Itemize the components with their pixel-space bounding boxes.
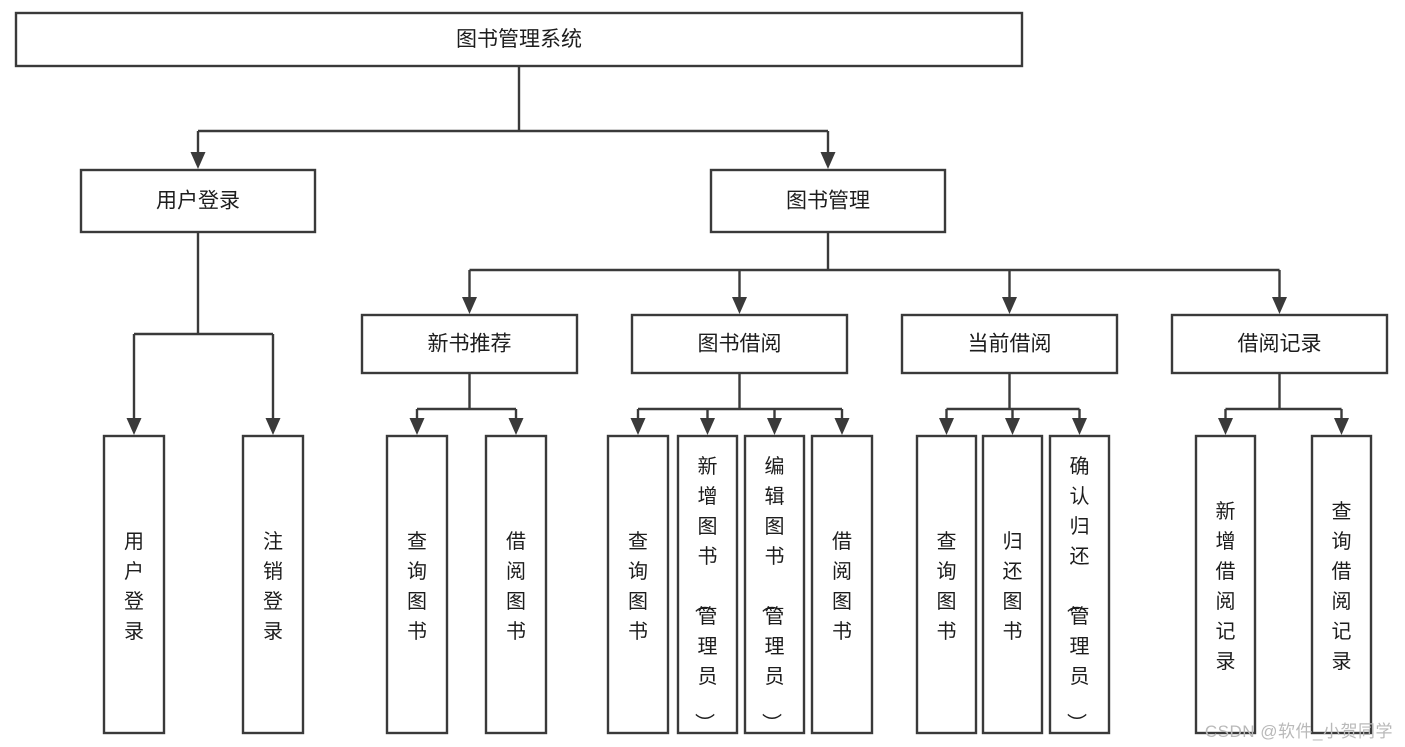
arrow-head-icon	[1072, 418, 1087, 435]
node-box-current-borrow[interactable]	[900, 313, 1119, 375]
node-box-leaf-add-book[interactable]	[676, 434, 739, 735]
node-book-manage[interactable]: 图书管理	[709, 168, 947, 234]
arrow-head-icon	[1218, 418, 1233, 435]
node-box-leaf-borrow-book-rec[interactable]	[484, 434, 548, 735]
arrow-head-icon	[820, 152, 836, 169]
node-label-new-book-recommend: 新书推荐	[428, 333, 512, 356]
connector-bookborrow-to-leaves	[630, 373, 850, 435]
arrow-head-icon	[190, 152, 206, 169]
arrow-head-icon	[1272, 297, 1287, 314]
node-label-leaf-query-book-rec: 查询图书	[407, 530, 427, 643]
node-box-leaf-edit-book[interactable]	[743, 434, 806, 735]
arrow-head-icon	[767, 418, 782, 435]
node-label-leaf-add-record: 新增借阅记录	[1216, 500, 1236, 673]
node-box-leaf-query-record[interactable]	[1310, 434, 1373, 735]
connector-currentborrow-to-leaves	[939, 373, 1087, 435]
node-leaf-add-record[interactable]: 新增借阅记录	[1194, 434, 1257, 735]
arrow-head-icon	[508, 418, 524, 435]
node-label-leaf-query-book-cur: 查询图书	[937, 530, 957, 643]
node-book-borrow[interactable]: 图书借阅	[630, 313, 849, 375]
node-leaf-logout[interactable]: 注销登录	[241, 434, 305, 735]
node-user-login[interactable]: 用户登录	[79, 168, 317, 234]
node-label-book-borrow: 图书借阅	[698, 333, 782, 356]
connector-root-to-level2	[190, 66, 836, 169]
connector-bookmanage-to-level3	[462, 232, 1287, 314]
node-label-leaf-borrow-book: 借阅图书	[832, 530, 852, 643]
node-box-leaf-borrow-book[interactable]	[810, 434, 874, 735]
node-box-borrow-record[interactable]	[1170, 313, 1389, 375]
arrow-head-icon	[834, 418, 850, 435]
arrow-head-icon	[1005, 418, 1020, 435]
node-box-leaf-query-book-borrow[interactable]	[606, 434, 670, 735]
node-borrow-record[interactable]: 借阅记录	[1170, 313, 1389, 375]
node-box-leaf-logout[interactable]	[241, 434, 305, 735]
node-box-book-manage[interactable]	[709, 168, 947, 234]
node-box-leaf-return-book[interactable]	[981, 434, 1044, 735]
node-leaf-borrow-book-rec[interactable]: 借阅图书	[484, 434, 548, 735]
node-leaf-confirm-return[interactable]: 确认归还（管理员）	[1048, 434, 1111, 735]
node-box-leaf-query-book-rec[interactable]	[385, 434, 449, 735]
node-leaf-query-record[interactable]: 查询借阅记录	[1310, 434, 1373, 735]
arrow-head-icon	[700, 418, 715, 435]
node-label-leaf-confirm-return: 确认归还（管理员）	[1065, 455, 1090, 733]
arrow-head-icon	[462, 297, 477, 314]
arrow-head-icon	[409, 418, 425, 435]
connector-newbook-to-leaves	[409, 373, 524, 435]
arrow-head-icon	[939, 418, 954, 435]
node-leaf-borrow-book[interactable]: 借阅图书	[810, 434, 874, 735]
connector-borrowrecord-to-leaves	[1218, 373, 1349, 435]
node-box-leaf-add-record[interactable]	[1194, 434, 1257, 735]
arrow-head-icon	[732, 297, 747, 314]
node-label-current-borrow: 当前借阅	[968, 333, 1052, 356]
connector-layer	[126, 66, 1349, 435]
arrow-head-icon	[1002, 297, 1017, 314]
node-label-user-login: 用户登录	[156, 190, 240, 213]
node-label-leaf-borrow-book-rec: 借阅图书	[506, 530, 526, 643]
arrow-head-icon	[1334, 418, 1349, 435]
node-label-borrow-record: 借阅记录	[1238, 333, 1322, 356]
node-box-leaf-confirm-return[interactable]	[1048, 434, 1111, 735]
node-box-root[interactable]	[14, 11, 1024, 68]
arrow-head-icon	[126, 418, 142, 435]
node-label-book-manage: 图书管理	[786, 190, 870, 213]
arrow-head-icon	[265, 418, 281, 435]
node-label-root: 图书管理系统	[456, 28, 582, 51]
node-box-leaf-query-book-cur[interactable]	[915, 434, 978, 735]
node-leaf-query-book-cur[interactable]: 查询图书	[915, 434, 978, 735]
node-label-leaf-user-login: 用户登录	[124, 531, 144, 643]
node-label-leaf-query-book-borrow: 查询图书	[628, 530, 648, 643]
node-layer: 图书管理系统用户登录图书管理新书推荐图书借阅当前借阅借阅记录用户登录注销登录查询…	[14, 11, 1389, 735]
node-leaf-add-book[interactable]: 新增图书（管理员）	[676, 434, 739, 735]
node-leaf-query-book-borrow[interactable]: 查询图书	[606, 434, 670, 735]
node-root[interactable]: 图书管理系统	[14, 11, 1024, 68]
node-leaf-return-book[interactable]: 归还图书	[981, 434, 1044, 735]
node-current-borrow[interactable]: 当前借阅	[900, 313, 1119, 375]
node-new-book-recommend[interactable]: 新书推荐	[360, 313, 579, 375]
connector-userlogin-to-leaves	[126, 232, 281, 435]
node-label-leaf-logout: 注销登录	[263, 530, 283, 643]
node-box-leaf-user-login[interactable]	[102, 434, 166, 735]
node-label-leaf-edit-book: 编辑图书（管理员）	[760, 455, 785, 733]
node-label-leaf-add-book: 新增图书（管理员）	[693, 455, 718, 733]
node-leaf-query-book-rec[interactable]: 查询图书	[385, 434, 449, 735]
node-leaf-user-login[interactable]: 用户登录	[102, 434, 166, 735]
csdn-watermark: CSDN @软件_小贺同学	[1204, 722, 1393, 741]
node-label-leaf-return-book: 归还图书	[1003, 530, 1023, 643]
node-leaf-edit-book[interactable]: 编辑图书（管理员）	[743, 434, 806, 735]
node-label-leaf-query-record: 查询借阅记录	[1332, 500, 1352, 673]
node-box-book-borrow[interactable]	[630, 313, 849, 375]
node-box-new-book-recommend[interactable]	[360, 313, 579, 375]
arrow-head-icon	[630, 418, 646, 435]
node-box-user-login[interactable]	[79, 168, 317, 234]
